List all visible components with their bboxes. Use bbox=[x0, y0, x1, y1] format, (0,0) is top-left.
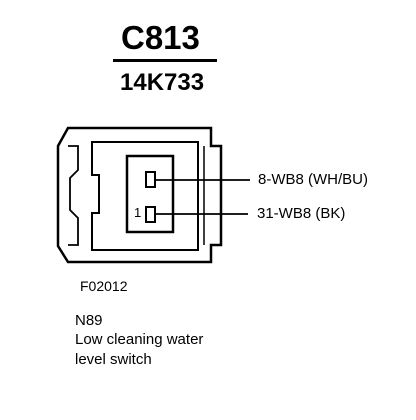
pin-circuit-label-1: 8-WB8 (WH/BU) bbox=[258, 171, 368, 188]
pin-cavity-block bbox=[125, 154, 175, 234]
pin-number-label: 1 bbox=[134, 205, 142, 220]
pin-terminal-top bbox=[145, 171, 156, 188]
component-description-line2: level switch bbox=[75, 351, 152, 368]
connector-part-number: 14K733 bbox=[120, 69, 205, 96]
connector-title: C813 bbox=[121, 19, 200, 56]
connector-housing-outline bbox=[56, 126, 223, 264]
pin-circuit-label-2: 31-WB8 (BK) bbox=[257, 205, 346, 222]
figure-id: F02012 bbox=[80, 278, 128, 294]
pin-terminal-bottom bbox=[145, 206, 156, 223]
connector-latch bbox=[68, 145, 79, 246]
connector-inner-frame bbox=[91, 141, 199, 251]
component-description-line1: Low cleaning water bbox=[75, 331, 204, 348]
component-code: N89 bbox=[75, 312, 103, 329]
title-underline bbox=[113, 59, 217, 62]
